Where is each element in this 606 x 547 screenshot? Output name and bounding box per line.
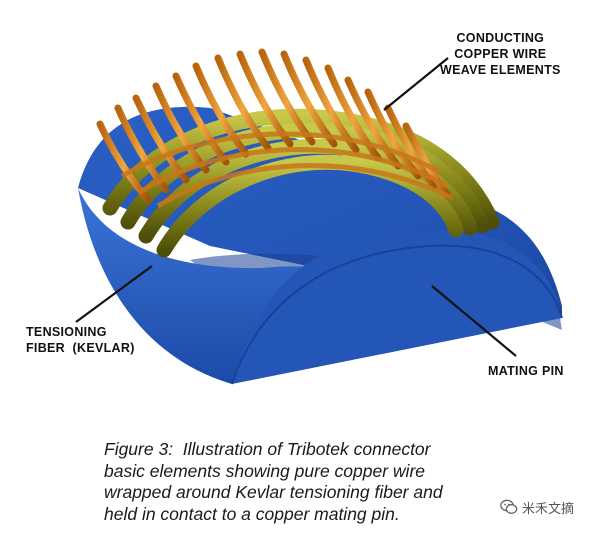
copper-cross-row — [156, 162, 454, 209]
copper-loop — [324, 64, 382, 162]
watermark-text: 米禾文摘 — [522, 501, 575, 517]
tensioning-label-line: TENSIONING — [26, 325, 107, 339]
mating-pin-edge — [231, 244, 563, 385]
watermark: 米禾文摘 — [500, 496, 574, 518]
tensioning-label-line: FIBER (KEVLAR) — [26, 341, 135, 355]
copper-loop — [214, 54, 272, 152]
caption-line: Figure 3: Illustration of Tribotek conne… — [104, 439, 431, 459]
conducting-label-line: COPPER WIRE — [454, 47, 547, 61]
conducting-label-line: WEAVE ELEMENTS — [440, 63, 561, 77]
copper-loop — [192, 62, 250, 158]
leader-line-tensioning — [75, 265, 153, 323]
caption-line: basic elements showing pure copper wire — [104, 460, 425, 481]
leader-lines — [75, 57, 517, 357]
caption-line: held in contact to a copper mating pin. — [104, 503, 400, 524]
conducting-label: CONDUCTING COPPER WIRE WEAVE ELEMENTS — [440, 30, 561, 78]
caption-line: wrapped around Kevlar tensioning fiber a… — [104, 482, 443, 502]
copper-weave-cross — [120, 131, 454, 209]
wechat-icon — [500, 499, 518, 514]
conducting-label-line: CONDUCTING — [456, 31, 545, 45]
figure-caption: Figure 3: Illustration of Tribotek conne… — [104, 439, 524, 525]
copper-cross-row — [138, 147, 450, 195]
connector-illustration — [75, 48, 563, 385]
tensioning-label: TENSIONING FIBER (KEVLAR) — [26, 324, 135, 356]
copper-loop — [384, 104, 438, 190]
copper-loop — [344, 76, 402, 170]
leader-line-conducting — [383, 57, 449, 111]
copper-cross-row — [120, 131, 442, 179]
mating-pin-side — [232, 229, 562, 384]
fiber-4 — [156, 154, 464, 258]
copper-loop — [172, 72, 230, 166]
mating-pin-label: MATING PIN — [488, 364, 564, 378]
leader-line-mating — [431, 285, 517, 357]
